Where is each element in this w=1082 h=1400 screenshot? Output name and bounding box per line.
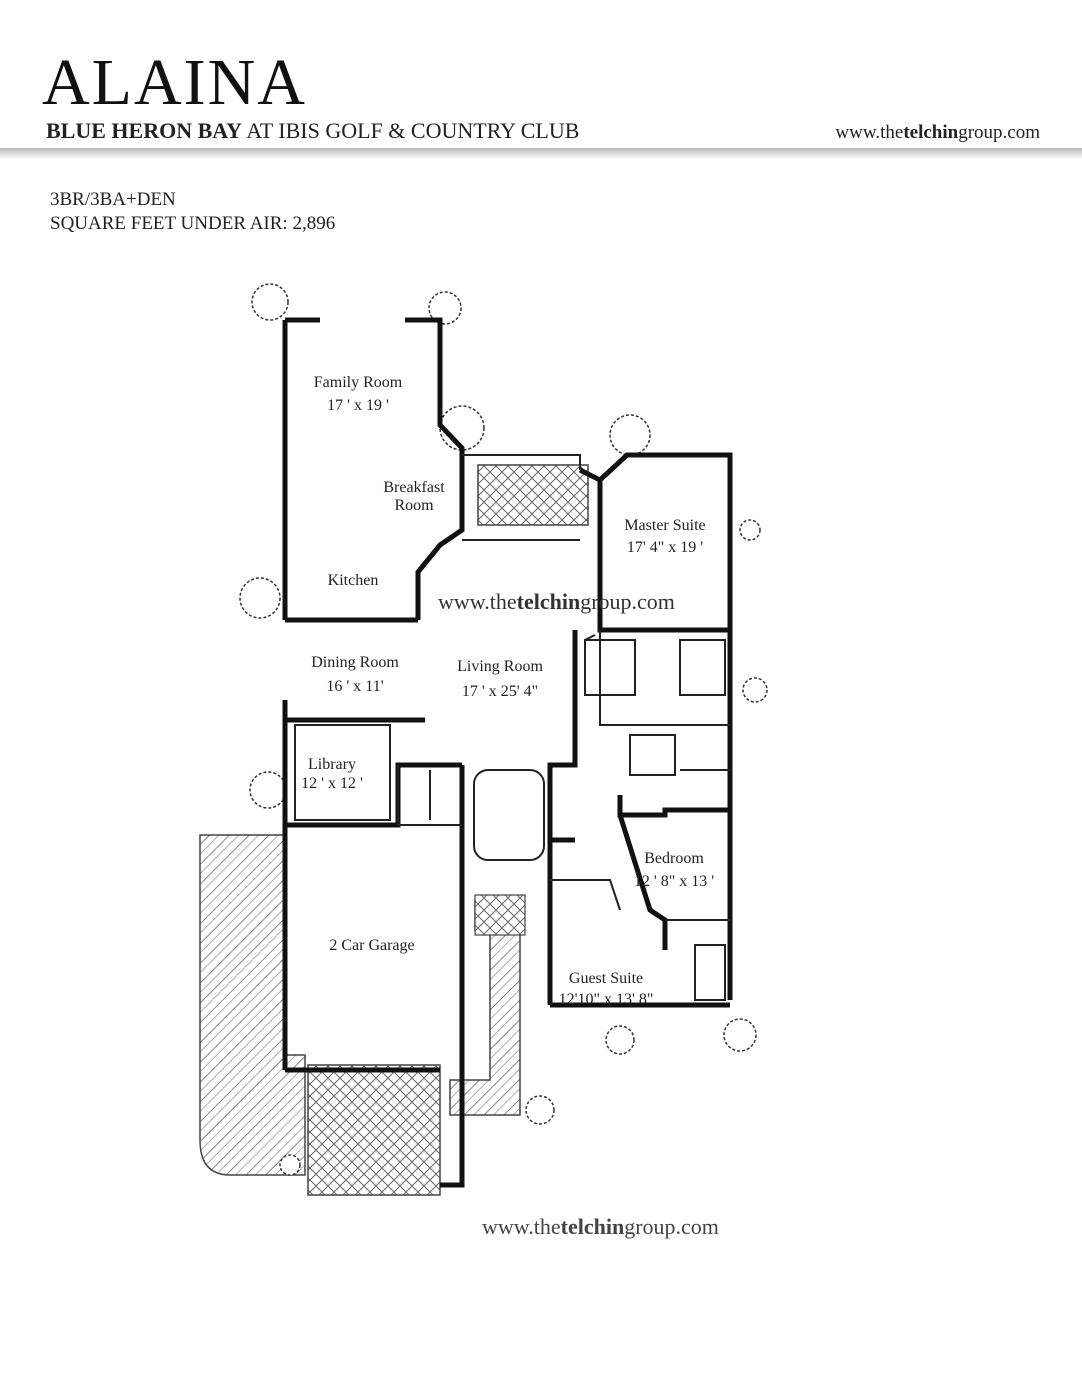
page-header: ALAINA BLUE HERON BAY AT IBIS GOLF & COU…	[0, 0, 1082, 150]
community-name: BLUE HERON BAY	[46, 118, 243, 143]
guest-suite-label: Guest Suite	[569, 970, 643, 987]
bedroom-size: 12 ' 8" x 13 '	[634, 873, 714, 890]
community-subtitle: BLUE HERON BAY AT IBIS GOLF & COUNTRY CL…	[46, 118, 579, 144]
library-size: 12 ' x 12 '	[301, 775, 363, 792]
paver-walkway	[199, 464, 589, 1196]
family-room-size: 17 ' x 19 '	[327, 397, 389, 414]
interior-walls	[294, 454, 730, 1001]
guest-suite-size: 12'10" x 13' 8"	[559, 991, 654, 1008]
plan-watermark: www.thetelchingroup.com	[438, 589, 675, 614]
living-room-size: 17 ' x 25' 4"	[462, 683, 538, 700]
model-title: ALAINA	[42, 46, 307, 119]
master-suite-size: 17' 4" x 19 '	[627, 539, 703, 556]
living-room-label: Living Room	[457, 658, 543, 675]
dining-room-label: Dining Room	[311, 654, 399, 671]
header-website-link[interactable]: www.thetelchingroup.com	[835, 122, 1040, 143]
library-label: Library	[308, 756, 356, 773]
room-labels: Family Room 17 ' x 19 ' Breakfast Room K…	[301, 374, 714, 1008]
garage-label: 2 Car Garage	[329, 937, 414, 954]
family-room-label: Family Room	[314, 374, 403, 391]
square-feet: SQUARE FEET UNDER AIR: 2,896	[50, 213, 336, 234]
home-specs: 3BR/3BA+DEN SQUARE FEET UNDER AIR: 2,896	[50, 188, 335, 236]
footer-website-link[interactable]: www.thetelchingroup.com	[482, 1214, 719, 1239]
club-name: AT IBIS GOLF & COUNTRY CLUB	[242, 118, 580, 143]
breakfast-room-label-2: Room	[394, 497, 434, 514]
beds-baths: 3BR/3BA+DEN	[50, 189, 176, 210]
kitchen-label: Kitchen	[328, 572, 379, 589]
bedroom-label: Bedroom	[644, 850, 704, 867]
header-divider	[0, 148, 1082, 160]
floor-plan-walls	[282, 317, 733, 1188]
dining-room-size: 16 ' x 11'	[326, 678, 383, 695]
breakfast-room-label: Breakfast	[383, 479, 445, 496]
floor-plan: Family Room 17 ' x 19 ' Breakfast Room K…	[190, 280, 800, 1210]
master-suite-label: Master Suite	[624, 517, 705, 534]
